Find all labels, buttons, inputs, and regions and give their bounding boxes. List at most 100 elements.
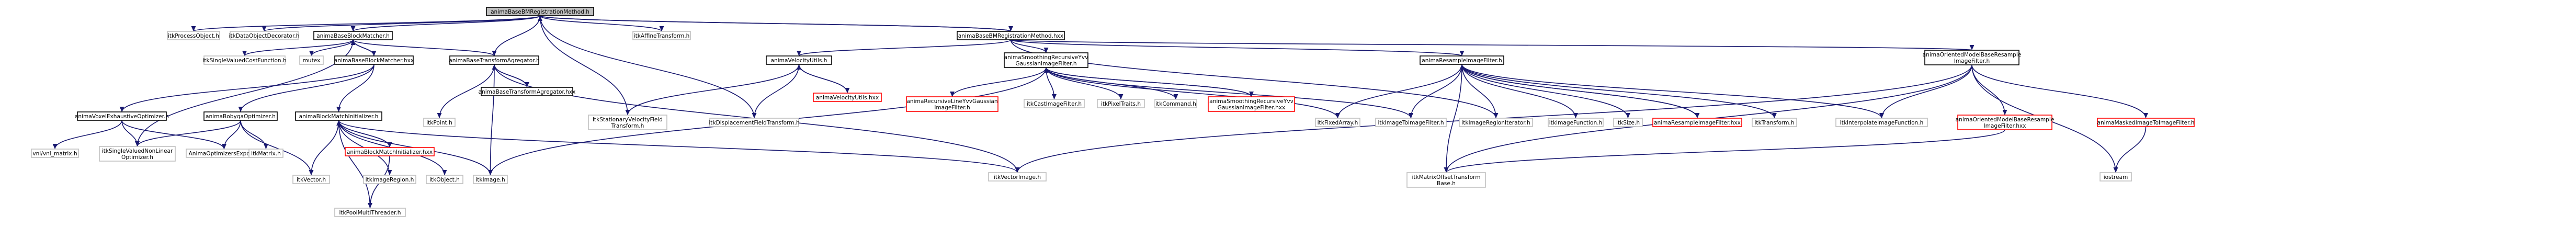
node-animaBaseBMRegistrationMethod-hxx[interactable]: animaBaseBMRegistrationMethod.hxx (957, 31, 1065, 40)
edge-path (262, 15, 541, 32)
node-box (1459, 118, 1533, 127)
node-layer: animaBaseBMRegistrationMethod.h itkProces… (31, 7, 2195, 217)
edge-path (437, 64, 495, 119)
edge-path (350, 39, 375, 56)
edge-root-to-itkAffineTransform (539, 15, 664, 32)
node-animaVoxelExhaustiveOptimizer[interactable]: animaVoxelExhaustiveOptimizer.h (75, 111, 169, 121)
node-iostream[interactable]: iostream (2100, 172, 2132, 182)
node-box (1835, 118, 1928, 127)
node-box (77, 111, 167, 121)
node-animaOrientedModelBaseResample-h[interactable]: animaOrientedModelBaseResampleImageFilte… (1923, 50, 2022, 65)
node-animaOrientedModelBaseResample-hxx[interactable]: animaOrientedModelBaseResampleImageFilte… (1956, 115, 2055, 130)
edge-animaBaseBlockMatcher-hxx-to-animaBlockMatchInitializer-h (336, 64, 375, 112)
node-animaBobyqaOptimizer[interactable]: animaBobyqaOptimizer.h (203, 111, 278, 121)
node-itkInterpolateImageFunction[interactable]: itkInterpolateImageFunction.h (1835, 118, 1928, 127)
edge-animaSmoothingRecursiveYvv-h-to-itkFixedArray (1046, 67, 1340, 119)
node-itkPixelTraits[interactable]: itkPixelTraits.h (1097, 99, 1145, 108)
node-label: itkImageRegion.h (366, 177, 414, 183)
edge-path (1046, 67, 1124, 100)
node-itkPoolMultiThreader[interactable]: itkPoolMultiThreader.h (334, 208, 406, 217)
node-itkDataObjectDecorator[interactable]: itkDataObjectDecorator.h (229, 31, 300, 40)
node-label: animaBaseBlockMatcher.h (316, 33, 390, 39)
node-itkSingleValuedCostFunction[interactable]: itkSingleValuedCostFunction.h (202, 55, 287, 65)
node-itkVectorImage[interactable]: itkVectorImage.h (988, 172, 1047, 182)
node-animaResampleImageFilter-hxx[interactable]: animaResampleImageFilter.hxx (1652, 118, 1742, 127)
node-itkSize[interactable]: itkSize.h (1613, 118, 1643, 127)
node-animaRecursiveLineYvvGaussian[interactable]: animaRecursiveLineYvvGaussianImageFilter… (906, 96, 998, 112)
node-box (167, 31, 220, 40)
node-itkPoint[interactable]: itkPoint.h (423, 118, 456, 127)
node-box (1420, 55, 1504, 65)
edge-animaBaseTransformAgregator-hxx-to-animaBaseTransformAgregator-h (492, 64, 528, 88)
node-box (1375, 118, 1447, 127)
node-itkImage[interactable]: itkImage.h (473, 175, 508, 184)
node-label: animaRecursiveLineYvvGaussian (906, 98, 997, 105)
node-label: animaBlockMatchInitializer.h (299, 114, 379, 120)
node-itkObject[interactable]: itkObject.h (426, 175, 463, 184)
node-label: animaSmoothingRecursiveYvv (1004, 54, 1088, 61)
node-vnl-vnl-matrix[interactable]: vnl/vnl_matrix.h (31, 149, 79, 158)
edge-root-to-itkDisplacementFieldTransform (539, 15, 757, 119)
node-animaSmoothingRecursiveYvv-h[interactable]: animaSmoothingRecursiveYvvGaussianImageF… (1004, 52, 1088, 68)
edge-path (1461, 64, 1884, 119)
edge-path (121, 120, 226, 150)
node-root[interactable]: animaBaseBMRegistrationMethod.h (486, 7, 594, 16)
node-itkImageToImageFilter[interactable]: itkImageToImageFilter.h (1375, 118, 1447, 127)
edge-animaBobyqaOptimizer-to-AnimaOptimizersExport (222, 120, 241, 150)
node-itkVector[interactable]: itkVector.h (292, 175, 330, 184)
edge-path (135, 120, 241, 147)
node-animaBaseBlockMatcher-hxx[interactable]: animaBaseBlockMatcher.hxx (334, 55, 414, 65)
node-box (2100, 172, 2132, 182)
node-box (334, 55, 414, 65)
edge-path (119, 64, 375, 112)
node-itkImageRegion[interactable]: itkImageRegion.h (363, 175, 416, 184)
node-itkImageRegionIterator[interactable]: itkImageRegionIterator.h (1459, 118, 1533, 127)
node-animaMaskedImageToImageFilter[interactable]: animaMaskedImageToImageFilter.h (2097, 118, 2195, 127)
edge-path (1879, 64, 1972, 119)
node-itkFixedArray[interactable]: itkFixedArray.h (1315, 118, 1360, 127)
node-label: iostream (2104, 174, 2128, 180)
node-mutex[interactable]: mutex (299, 55, 324, 65)
node-animaSmoothingRecursiveYvv-hxx[interactable]: animaSmoothingRecursiveYvvGaussianImageF… (1208, 96, 1295, 112)
edge-animaOrientedModelBaseResample-h-to-itkInterpolateImageFunction (1879, 64, 1972, 119)
node-box (1548, 118, 1604, 127)
edge-path (242, 39, 354, 56)
node-itkAffineTransform[interactable]: itkAffineTransform.h (632, 31, 691, 40)
node-animaVelocityUtils-h[interactable]: animaVelocityUtils.h (766, 55, 832, 65)
node-itkMatrix[interactable]: itkMatrix.h (248, 149, 283, 158)
node-box (957, 31, 1065, 40)
edge-animaMaskedImageToImageFilter-to-iostream (2113, 126, 2147, 173)
node-animaVelocityUtils-hxx[interactable]: animaVelocityUtils.hxx (813, 93, 882, 102)
node-animaBaseTransformAgregator-h[interactable]: animaBaseTransformAgregator.h (449, 55, 540, 65)
edge-animaBaseTransformAgregator-h-to-itkImage (488, 64, 495, 176)
node-animaBlockMatchInitializer-hxx[interactable]: animaBlockMatchInitializer.hxx (345, 147, 435, 156)
node-label: animaMaskedImageToImageFilter.h (2097, 120, 2195, 126)
node-animaResampleImageFilter-h[interactable]: animaResampleImageFilter.h (1420, 55, 1504, 65)
node-label: animaSmoothingRecursiveYvv (1209, 98, 1293, 105)
node-label: itkCastImageFilter.h (1027, 101, 1082, 107)
node-itkCommand[interactable]: itkCommand.h (1154, 99, 1197, 108)
node-animaBlockMatchInitializer-h[interactable]: animaBlockMatchInitializer.h (295, 111, 382, 121)
edge-animaResampleImageFilter-h-to-itkImageRegionIterator (1461, 64, 1499, 119)
node-box (709, 118, 799, 127)
edge-root-to-itkDataObjectDecorator (262, 15, 541, 32)
node-itkCastImageFilter[interactable]: itkCastImageFilter.h (1024, 99, 1085, 108)
node-box (813, 93, 882, 102)
edge-path (539, 15, 630, 116)
node-animaBaseBlockMatcher-h[interactable]: animaBaseBlockMatcher.h (313, 31, 393, 40)
node-animaBaseTransformAgregator-hxx[interactable]: animaBaseTransformAgregator.hxx (479, 87, 576, 96)
edge-animaBobyqaOptimizer-to-itkVector (240, 120, 314, 176)
node-itkImageFunction[interactable]: itkImageFunction.h (1548, 118, 1604, 127)
node-box (203, 111, 278, 121)
edge-animaResampleImageFilter-h-to-itkInterpolateImageFunction (1461, 64, 1884, 119)
edge-path (1043, 67, 1252, 97)
edge-path (238, 64, 375, 112)
node-itkProcessObject[interactable]: itkProcessObject.h (167, 31, 220, 40)
edge-path (1461, 64, 1630, 119)
node-itkDisplacementFieldTransform[interactable]: itkDisplacementFieldTransform.h (709, 118, 800, 127)
node-itkTransform[interactable]: itkTransform.h (1752, 118, 1797, 127)
node-AnimaOptimizersExport[interactable]: AnimaOptimizersExport.h (186, 149, 263, 158)
